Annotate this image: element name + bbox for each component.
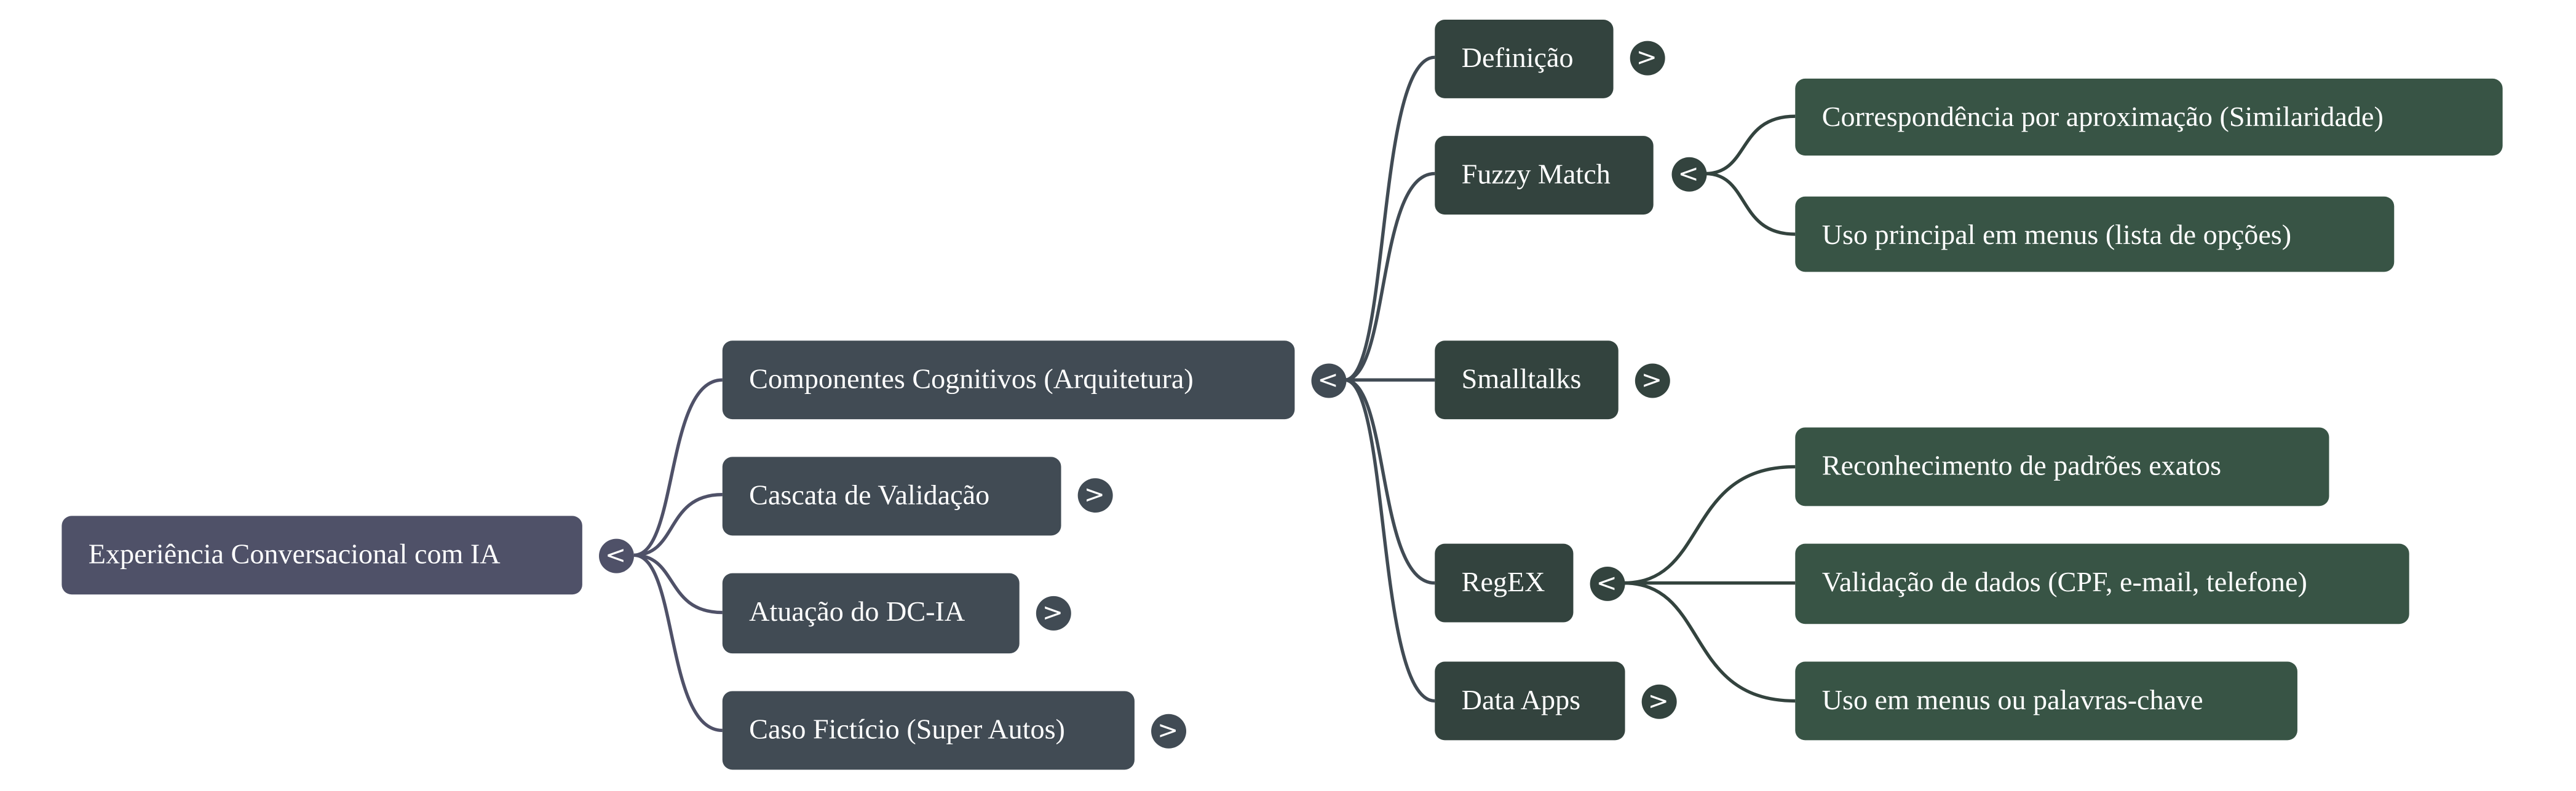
node-atuacao-dc-ia[interactable]: Atuação do DC-IA <box>722 573 1020 654</box>
node-label: Componentes Cognitivos (Arquitetura) <box>749 363 1194 395</box>
node-label: Caso Fictício (Super Autos) <box>749 714 1065 746</box>
node-label: Atuação do DC-IA <box>749 596 965 628</box>
connector-root-to-level1 <box>633 493 723 557</box>
expand-toggle-icon[interactable]: > <box>1077 477 1112 512</box>
node-regex[interactable]: RegEX <box>1435 543 1574 623</box>
collapse-toggle-icon[interactable]: < <box>598 538 633 573</box>
node-label: Fuzzy Match <box>1461 159 1611 191</box>
connector-componentes-to-level2 <box>1344 378 1435 585</box>
node-caso-ficticio[interactable]: Caso Fictício (Super Autos) <box>722 691 1135 770</box>
node-label: Uso principal em menus (lista de opções) <box>1821 219 2292 251</box>
collapse-toggle-icon[interactable]: < <box>1671 156 1706 191</box>
node-label: Data Apps <box>1461 684 1581 716</box>
node-label: Uso em menus ou palavras-chave <box>1821 684 2203 716</box>
expand-toggle-icon[interactable]: > <box>1150 713 1186 748</box>
connector-root-to-level1 <box>633 553 723 615</box>
collapse-toggle-icon[interactable]: < <box>1589 565 1625 600</box>
node-fuzzy-match[interactable]: Fuzzy Match <box>1435 136 1654 215</box>
node-uso-principal-menus[interactable]: Uso principal em menus (lista de opções) <box>1795 196 2395 272</box>
node-componentes-cognitivos[interactable]: Componentes Cognitivos (Arquitetura) <box>722 340 1295 420</box>
node-cascata-de-validacao[interactable]: Cascata de Validação <box>722 457 1061 536</box>
node-label: Reconhecimento de padrões exatos <box>1821 450 2222 482</box>
connector-fuzzy-to-child <box>1705 171 1796 236</box>
connector-root-to-level1 <box>633 553 723 733</box>
expand-toggle-icon[interactable]: > <box>1035 595 1071 630</box>
node-label: Definição <box>1461 42 1574 74</box>
expand-toggle-icon[interactable]: > <box>1641 683 1676 718</box>
connector-componentes-to-level2 <box>1344 55 1435 382</box>
root-node-label: Experiência Conversacional com IA <box>88 538 501 570</box>
node-label: Cascata de Validação <box>749 479 990 511</box>
node-label: Correspondência por aproximação (Similar… <box>1821 101 2384 133</box>
node-smalltalks[interactable]: Smalltalks <box>1435 340 1619 420</box>
node-label: Smalltalks <box>1461 363 1582 395</box>
connector-componentes-to-level2 <box>1344 171 1435 382</box>
connector-root-to-level1 <box>633 378 723 557</box>
node-label: RegEX <box>1461 566 1545 598</box>
node-uso-menus-palavras-chave[interactable]: Uso em menus ou palavras-chave <box>1795 661 2297 741</box>
node-reconhecimento-padroes[interactable]: Reconhecimento de padrões exatos <box>1795 427 2329 506</box>
node-definicao[interactable]: Definição <box>1435 19 1614 98</box>
root-node[interactable]: Experiência Conversacional com IA <box>61 516 582 595</box>
connector-componentes-to-level2 <box>1344 378 1435 703</box>
node-correspondencia-aproximacao[interactable]: Correspondência por aproximação (Similar… <box>1795 78 2503 156</box>
expand-toggle-icon[interactable]: > <box>1634 363 1670 398</box>
connector-fuzzy-to-child <box>1705 114 1796 176</box>
connector-regex-to-child <box>1623 581 1796 703</box>
node-validacao-dados[interactable]: Validação de dados (CPF, e-mail, telefon… <box>1795 543 2409 624</box>
node-label: Validação de dados (CPF, e-mail, telefon… <box>1821 566 2307 598</box>
node-data-apps[interactable]: Data Apps <box>1435 661 1625 741</box>
collapse-toggle-icon[interactable]: < <box>1310 363 1346 398</box>
expand-toggle-icon[interactable]: > <box>1629 40 1665 75</box>
connector-regex-to-child <box>1623 465 1796 585</box>
